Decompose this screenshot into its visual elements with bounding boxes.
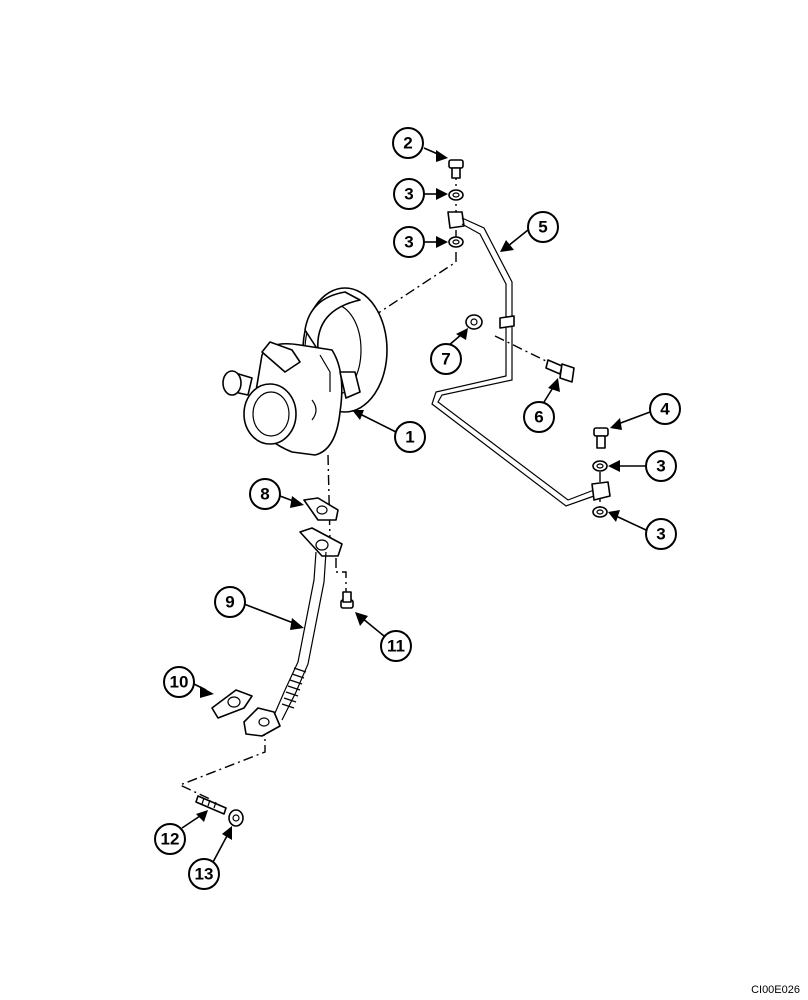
callout-8: 8 <box>249 478 304 510</box>
oil-drain-pipe-part <box>243 527 343 737</box>
callout-5: 5 <box>500 211 559 252</box>
callout-11: 11 <box>355 612 412 662</box>
callout-label: 3 <box>656 457 665 476</box>
gasket-part <box>303 497 339 521</box>
callout-3-right-upper: 3 <box>608 450 677 482</box>
turbocharger-part <box>222 287 388 456</box>
nut-part <box>465 314 483 330</box>
callout-label: 1 <box>405 428 414 447</box>
callout-label: 5 <box>538 218 547 237</box>
callout-1: 1 <box>352 410 426 453</box>
callout-label: 2 <box>403 134 412 153</box>
oil-feed-pipe-part <box>431 211 611 507</box>
callout-label: 8 <box>260 485 269 504</box>
banjo-bolt-right-part <box>593 427 609 449</box>
callout-12: 12 <box>154 810 208 855</box>
callout-label: 6 <box>534 408 543 427</box>
figure-code: CI00E026 <box>751 984 800 996</box>
callout-label: 3 <box>404 185 413 204</box>
callout-label: 13 <box>195 865 214 884</box>
callout-label: 3 <box>404 233 413 252</box>
callout-4: 4 <box>610 393 681 430</box>
washer-parts <box>448 189 608 518</box>
callout-3-mid: 3 <box>393 226 448 258</box>
callout-label: 10 <box>170 673 189 692</box>
callout-10: 10 <box>163 666 214 698</box>
callout-7: 7 <box>430 328 468 375</box>
flex-hose-section <box>281 667 307 709</box>
callout-2: 2 <box>392 127 448 162</box>
callout-label: 7 <box>441 350 450 369</box>
banjo-bolt-top-part <box>448 159 464 179</box>
callout-13: 13 <box>188 826 232 890</box>
callout-label: 12 <box>161 830 180 849</box>
callout-3-right-lower: 3 <box>608 510 677 550</box>
flange-gasket-part <box>211 689 253 719</box>
stud-nut-part <box>228 809 244 827</box>
callout-3-top: 3 <box>393 178 448 210</box>
callout-9: 9 <box>214 586 304 630</box>
callout-label: 11 <box>387 637 405 656</box>
callout-6: 6 <box>523 378 560 433</box>
stud-part <box>195 795 227 815</box>
callout-label: 9 <box>225 593 234 612</box>
callout-label: 3 <box>656 525 665 544</box>
drain-bolt-part <box>340 591 354 609</box>
clamp-bolt-part <box>545 359 575 383</box>
callout-label: 4 <box>660 400 670 419</box>
